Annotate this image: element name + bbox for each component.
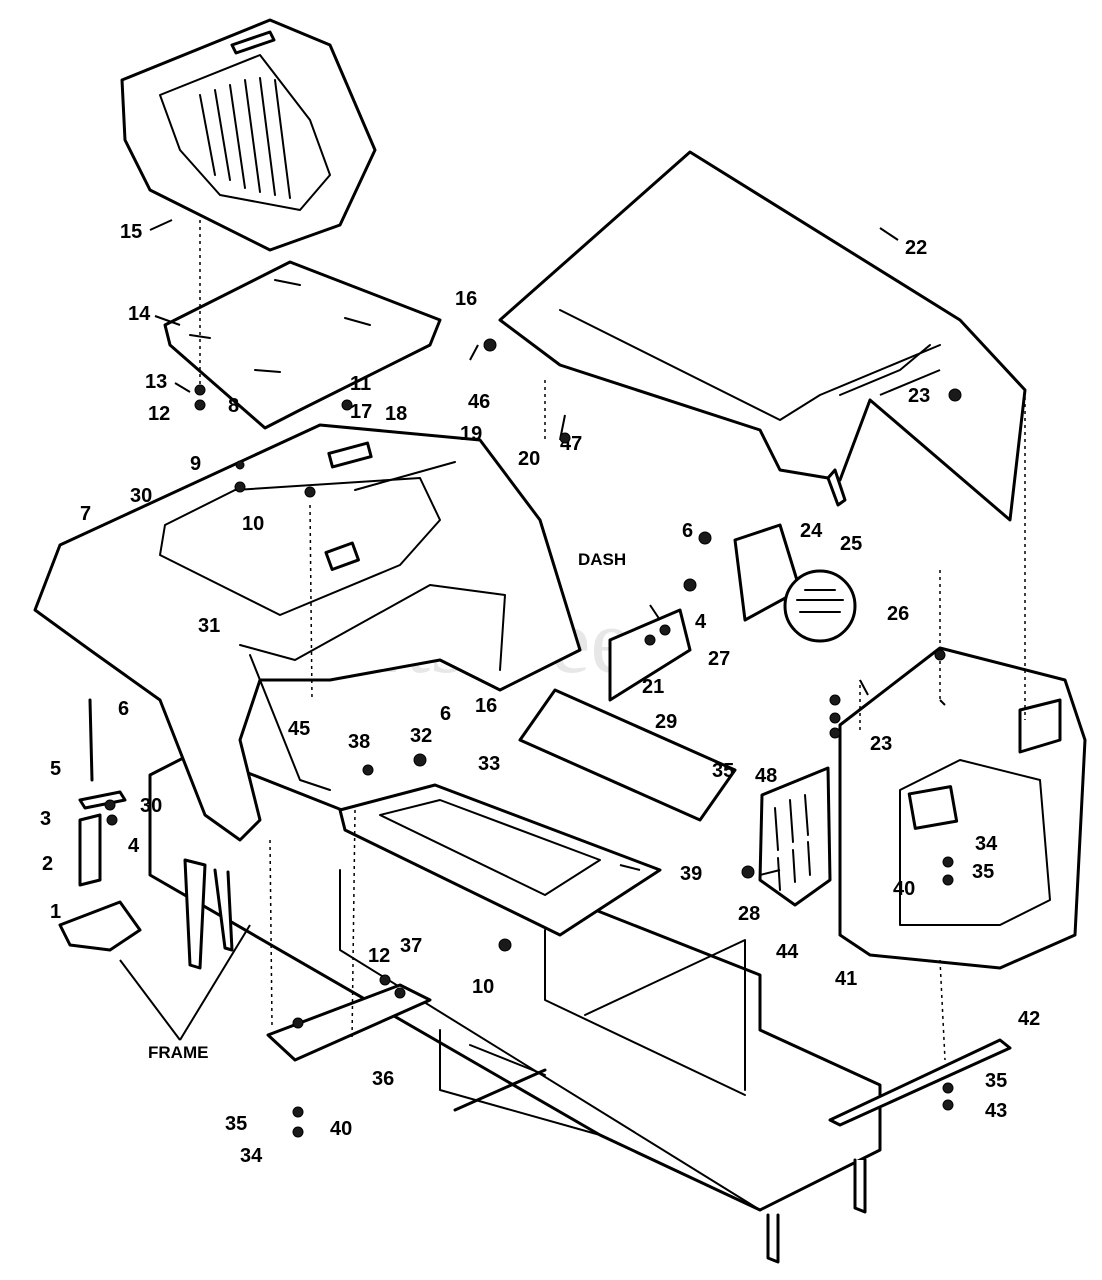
frame-label: FRAME bbox=[148, 1043, 208, 1062]
callout-33: 33 bbox=[478, 753, 500, 775]
callout-31: 31 bbox=[198, 615, 220, 637]
callout-34: 34 bbox=[975, 833, 998, 855]
fender-part-20 bbox=[33, 423, 582, 842]
callout-34b: 34 bbox=[240, 1145, 263, 1167]
callout-27: 27 bbox=[708, 648, 730, 670]
leader-lines bbox=[119, 219, 946, 1041]
dash-assembly bbox=[608, 523, 857, 702]
callout-6b: 6 bbox=[440, 703, 451, 725]
callout-8: 8 bbox=[228, 395, 239, 417]
callout-23: 23 bbox=[908, 385, 930, 407]
callout-6: 6 bbox=[682, 520, 693, 542]
callout-48: 48 bbox=[755, 765, 777, 787]
callout-17: 17 bbox=[350, 401, 372, 423]
callout-30b: 30 bbox=[140, 795, 162, 817]
callout-35: 35 bbox=[712, 760, 734, 782]
callout-30: 30 bbox=[130, 485, 152, 507]
hardware-dots bbox=[104, 338, 962, 1138]
callout-6c: 6 bbox=[118, 698, 129, 720]
floor-plate-part-33 bbox=[338, 783, 662, 937]
guide-lines bbox=[199, 220, 1026, 1061]
spring-post-assembly bbox=[58, 698, 142, 952]
callout-44: 44 bbox=[776, 941, 799, 963]
callout-40b: 40 bbox=[330, 1118, 352, 1140]
callout-43: 43 bbox=[985, 1100, 1007, 1122]
dash-panel-part-29 bbox=[518, 688, 737, 822]
callout-21: 21 bbox=[642, 676, 664, 698]
dash-label: DASH bbox=[578, 550, 626, 569]
frame-assembly bbox=[148, 750, 882, 1264]
callout-35c: 35 bbox=[985, 1070, 1007, 1092]
callout-42: 42 bbox=[1018, 1008, 1040, 1030]
callout-39: 39 bbox=[680, 863, 702, 885]
grille-insert-part-44 bbox=[758, 766, 832, 907]
callout-26: 26 bbox=[887, 603, 909, 625]
seat-part-15 bbox=[120, 18, 377, 252]
callout-7: 7 bbox=[80, 503, 91, 525]
callout-4: 4 bbox=[695, 611, 707, 633]
callout-14: 14 bbox=[128, 303, 151, 325]
callout-22: 22 bbox=[905, 237, 927, 259]
callout-5: 5 bbox=[50, 758, 61, 780]
callout-12b: 12 bbox=[368, 945, 390, 967]
callout-46: 46 bbox=[468, 391, 490, 413]
callout-11: 11 bbox=[350, 373, 371, 395]
callout-37: 37 bbox=[400, 935, 422, 957]
callout-36: 36 bbox=[372, 1068, 394, 1090]
callout-35d: 35 bbox=[225, 1113, 247, 1135]
seat-pan-part-14 bbox=[163, 260, 442, 430]
callout-16b: 16 bbox=[475, 695, 497, 717]
callout-19: 19 bbox=[460, 423, 482, 445]
callout-23b: 23 bbox=[870, 733, 892, 755]
callout-45: 45 bbox=[288, 718, 310, 740]
callout-12: 12 bbox=[148, 403, 170, 425]
callout-2: 2 bbox=[42, 853, 53, 875]
bracket-part-36 bbox=[266, 983, 1012, 1127]
callout-13: 13 bbox=[145, 371, 167, 393]
callout-38: 38 bbox=[348, 731, 370, 753]
callout-29: 29 bbox=[655, 711, 677, 733]
callout-1: 1 bbox=[50, 901, 61, 923]
callout-4b: 4 bbox=[128, 835, 140, 857]
callout-28: 28 bbox=[738, 903, 760, 925]
callout-3: 3 bbox=[40, 808, 51, 830]
callout-9: 9 bbox=[190, 453, 201, 475]
callout-16: 16 bbox=[455, 288, 477, 310]
callout-10: 10 bbox=[242, 513, 264, 535]
hood-part-22 bbox=[498, 150, 1027, 522]
callout-labels: 15 14 13 12 8 9 30 7 10 11 17 18 19 20 1… bbox=[40, 221, 1040, 1167]
callout-10b: 10 bbox=[472, 976, 494, 998]
callout-24: 24 bbox=[800, 520, 823, 542]
callout-18: 18 bbox=[385, 403, 407, 425]
callout-41: 41 bbox=[835, 968, 857, 990]
callout-32: 32 bbox=[410, 725, 432, 747]
callout-15: 15 bbox=[120, 221, 142, 243]
callout-35b: 35 bbox=[972, 861, 994, 883]
callout-25: 25 bbox=[840, 533, 862, 555]
callout-20: 20 bbox=[518, 448, 540, 470]
grille-part-41 bbox=[838, 646, 1087, 970]
callout-40: 40 bbox=[893, 878, 915, 900]
